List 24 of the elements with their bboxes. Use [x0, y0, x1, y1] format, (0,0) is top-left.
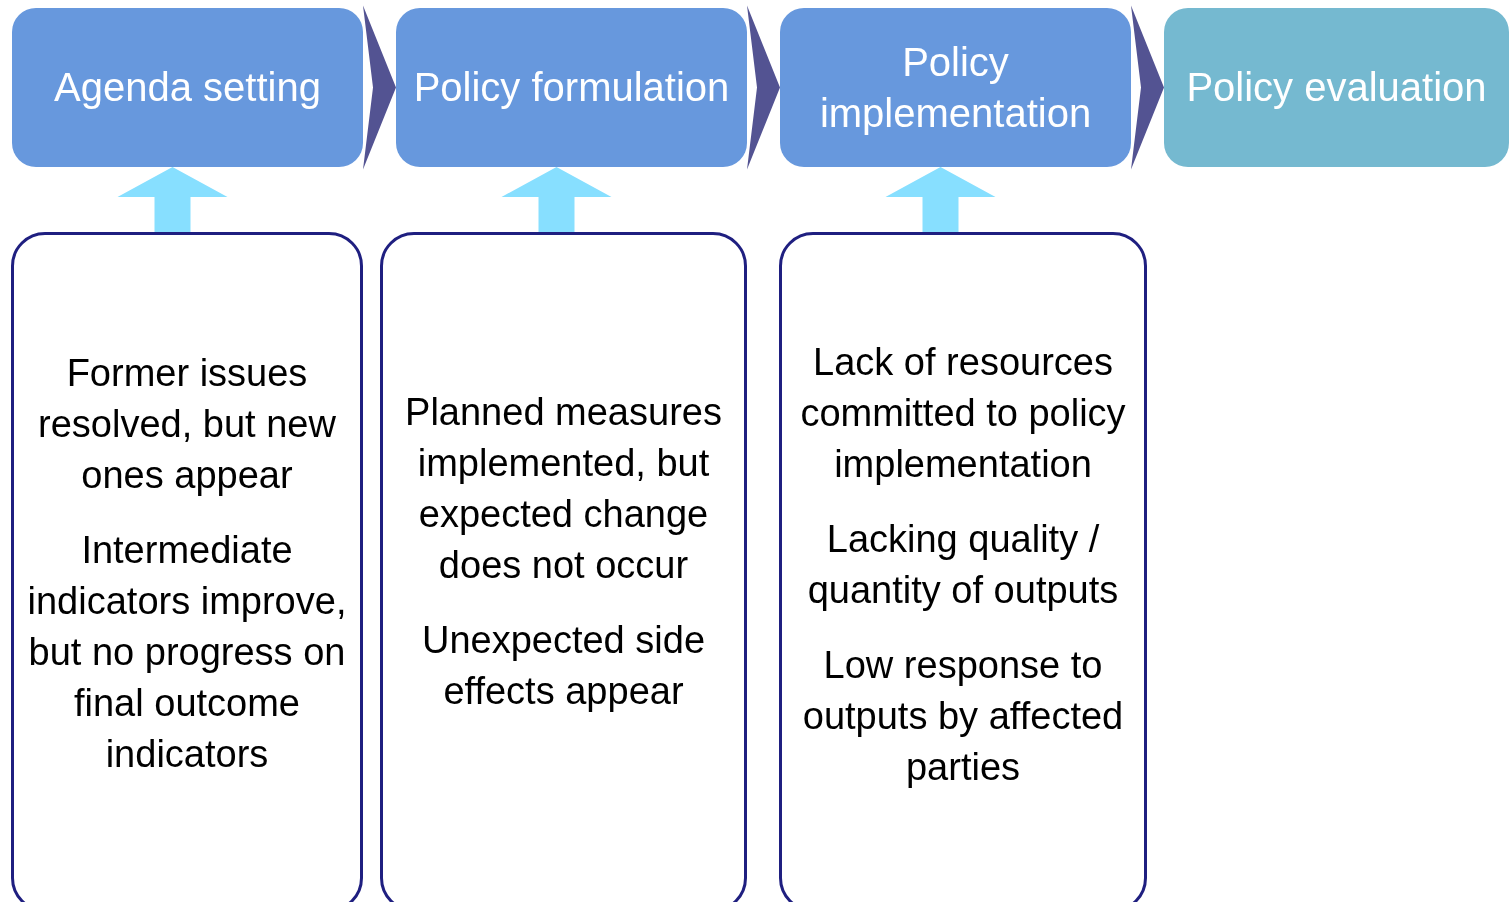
stage-label: Agenda setting [54, 64, 321, 111]
chevron-arrow [747, 5, 780, 170]
problem-text: Planned measures implemented, but expected change does not occur [404, 390, 723, 588]
block-arrow [117, 167, 228, 232]
problem-text: Low response to outputs by affected parties [801, 643, 1125, 790]
problem-text: Lacking quality / quantity of outputs [806, 517, 1120, 613]
chevron-arrow [1131, 5, 1164, 170]
problem-text: Unexpected side effects appear [420, 618, 707, 714]
problem-box [11, 232, 363, 902]
stage-label: Policy implementation [818, 38, 1093, 137]
stage-label: Policy formulation [413, 64, 730, 111]
problem-text: Intermediate indicators improve, but no progress on final outcome indicators [26, 528, 348, 777]
stage-box [1164, 8, 1509, 167]
problem-box [380, 232, 747, 902]
block-arrow [501, 167, 612, 232]
problem-text: Former issues resolved, but new ones appear [37, 351, 337, 498]
stage-label: Policy evaluation [1186, 64, 1487, 111]
stage-box [12, 8, 363, 167]
stage-box [396, 8, 747, 167]
problem-text: Lack of resources committed to policy implementation [799, 340, 1127, 487]
chevron-arrow [363, 5, 396, 170]
block-arrow [885, 167, 996, 232]
stage-box [780, 8, 1131, 167]
problem-box [779, 232, 1147, 902]
